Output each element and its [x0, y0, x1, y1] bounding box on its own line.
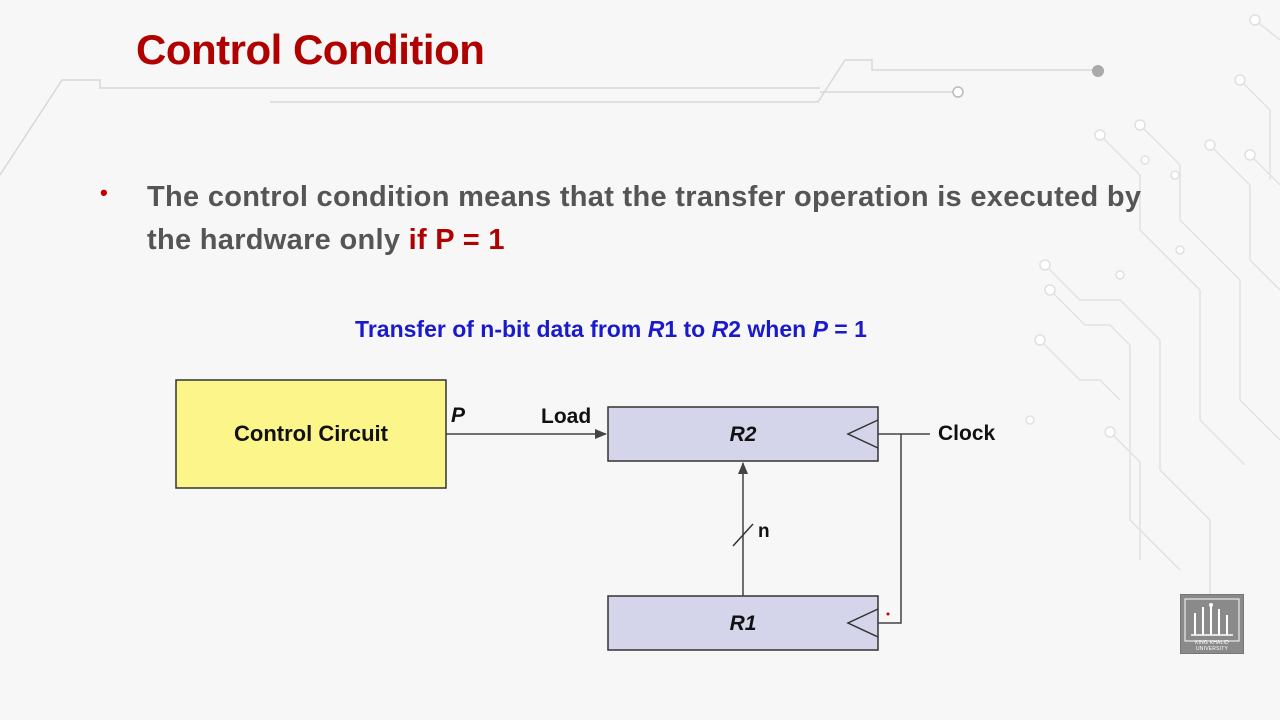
bullet-text-main: The control condition means that the tra… [147, 181, 1142, 256]
clock-line [878, 433, 930, 624]
load-label: Load [541, 405, 591, 428]
caption-part-italic: R [711, 316, 729, 342]
caption-part: 1 to [664, 316, 712, 342]
r2-clock-triangle [846, 419, 879, 449]
r1-register [607, 595, 879, 651]
university-logo: KING KHALID UNIVERSITY [1180, 594, 1244, 654]
caption-part-italic: R [647, 316, 665, 342]
r1-clock-triangle [846, 608, 879, 638]
caption-part: = 1 [827, 316, 867, 342]
control-circuit-box [175, 379, 447, 489]
r1-label: R1 [730, 612, 757, 635]
logo-emblem-icon [1184, 598, 1240, 642]
bullet-item: • The control condition means that the t… [100, 176, 1180, 262]
slide-title: Control Condition [136, 26, 485, 73]
junction-dot [886, 612, 890, 616]
bullet-text: The control condition means that the tra… [147, 176, 1180, 262]
diagram-caption: Transfer of n-bit data from R1 to R2 whe… [0, 316, 1222, 343]
bullet-marker: • [100, 180, 108, 205]
r2-register [607, 406, 879, 462]
control-circuit-label: Control Circuit [234, 421, 389, 446]
bus-width-slash [732, 523, 754, 547]
caption-part-italic: P [812, 316, 828, 342]
logo-text: KING KHALID UNIVERSITY [1195, 640, 1229, 652]
r2-label: R2 [730, 423, 757, 446]
caption-part: Transfer of n-bit data from [355, 316, 648, 342]
clock-label: Clock [938, 422, 996, 445]
bullet-highlight: if P = 1 [408, 224, 505, 256]
n-label: n [758, 521, 770, 542]
p-label: P [451, 404, 466, 427]
caption-part: 2 when [728, 316, 813, 342]
